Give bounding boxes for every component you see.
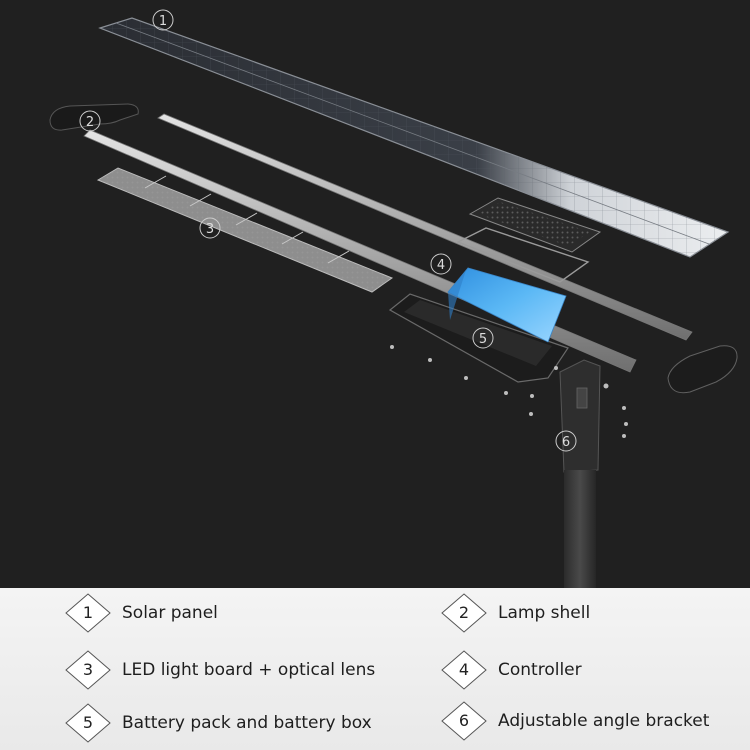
legend-number: 6	[458, 711, 470, 730]
callout-4: 4	[430, 253, 452, 275]
diamond-marker-icon	[441, 701, 487, 741]
svg-text:6: 6	[562, 435, 570, 450]
diamond-marker-icon	[65, 650, 111, 690]
battery-box	[388, 293, 569, 383]
lamp-shell-end-cap-left	[49, 103, 139, 131]
lamp-shell-rail-upper	[157, 113, 693, 341]
callout-6: 6	[555, 430, 577, 452]
callout-3: 3	[199, 217, 221, 239]
svg-text:3: 3	[206, 222, 214, 237]
battery-pack	[447, 267, 567, 343]
lamp-pole	[564, 470, 596, 588]
legend-label: Adjustable angle bracket	[498, 711, 710, 731]
led-light-board	[96, 167, 394, 293]
legend-number: 4	[458, 660, 470, 679]
controller-gasket	[456, 227, 590, 283]
svg-text:4: 4	[437, 258, 445, 273]
exploded-lamp-illustration: 1 2 3 4 5 6	[49, 9, 738, 588]
legend-label: LED light board + optical lens	[122, 660, 376, 680]
legend-number: 5	[82, 713, 94, 732]
svg-text:2: 2	[86, 115, 94, 130]
legend-number: 2	[458, 603, 470, 622]
legend-label: Battery pack and battery box	[122, 713, 372, 733]
diamond-marker-icon	[65, 703, 111, 743]
callout-5: 5	[472, 327, 494, 349]
controller-board	[468, 197, 602, 253]
legend-number: 1	[82, 603, 94, 622]
callout-1: 1	[152, 9, 174, 31]
diamond-marker-icon	[441, 593, 487, 633]
legend-label: Solar panel	[122, 603, 218, 623]
lamp-shell-end-cap-right	[667, 345, 738, 394]
svg-text:5: 5	[479, 332, 487, 347]
legend-label: Controller	[498, 660, 582, 680]
callout-2: 2	[79, 110, 101, 132]
adjustable-angle-bracket	[559, 359, 601, 473]
diamond-marker-icon	[441, 650, 487, 690]
solar-panel	[98, 17, 730, 258]
legend-label: Lamp shell	[498, 603, 591, 623]
svg-text:1: 1	[159, 14, 167, 29]
diamond-marker-icon	[65, 593, 111, 633]
legend-number: 3	[82, 660, 94, 679]
parts-legend: 1 Solar panel 2 Lamp shell 3 LED light b…	[0, 588, 750, 750]
screws	[390, 345, 628, 438]
